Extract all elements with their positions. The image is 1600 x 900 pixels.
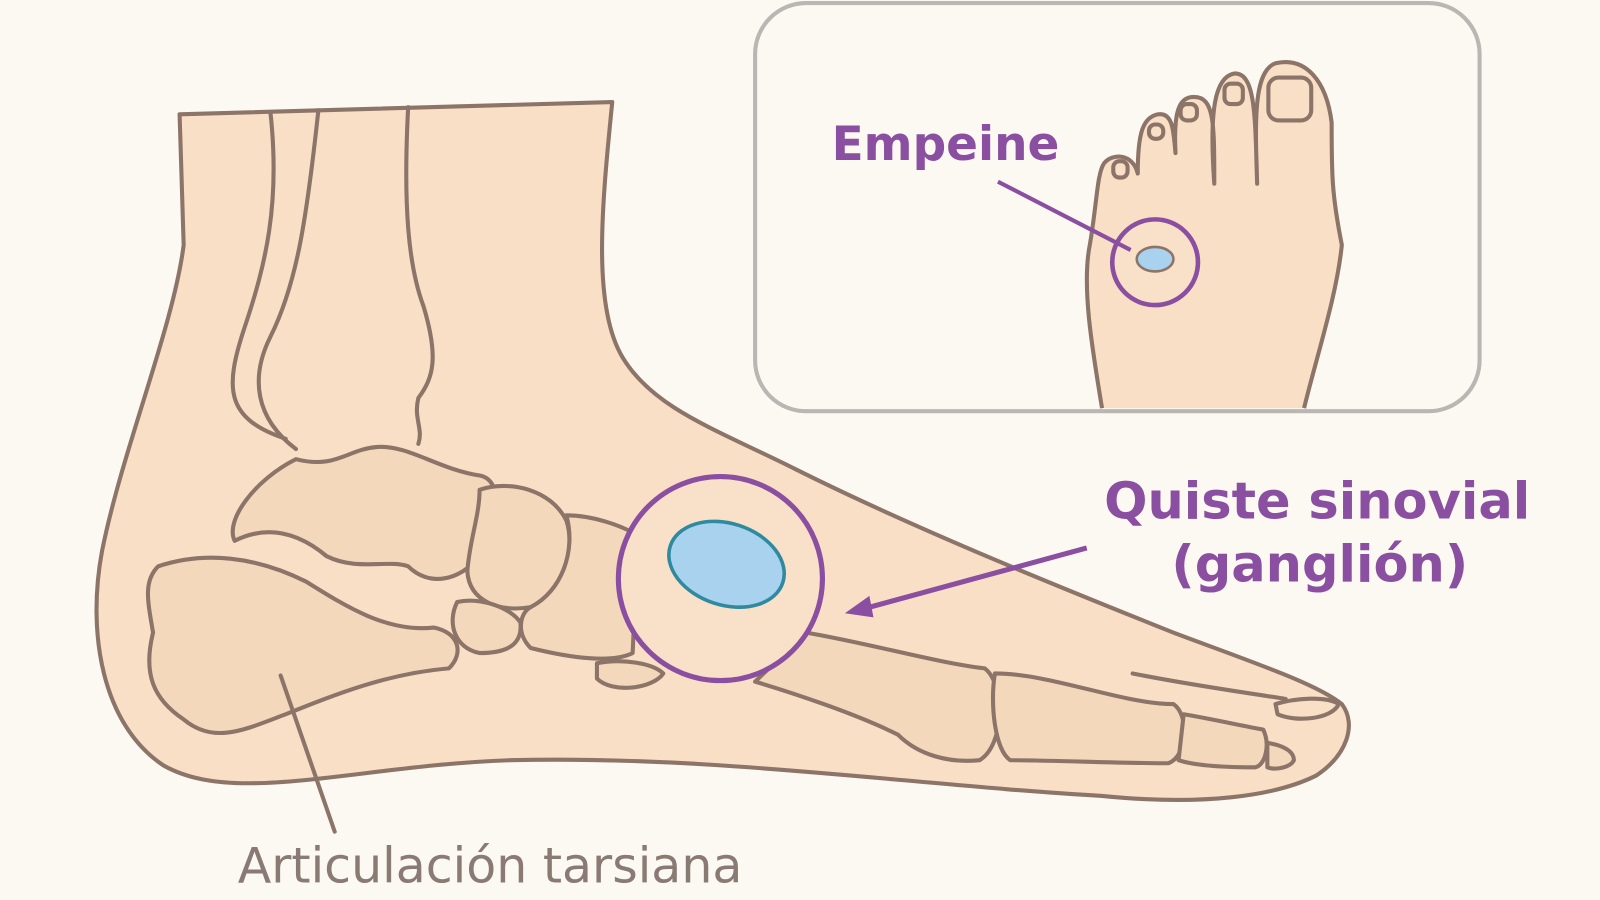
- calcaneus-bone: [146, 555, 460, 736]
- inset-toenail: [1178, 102, 1199, 123]
- cyst-label-line2: (ganglión): [1171, 536, 1468, 595]
- inset-toenail: [1111, 159, 1130, 180]
- cyst-arrow-line: [861, 545, 1088, 612]
- inset-toenail: [1222, 81, 1245, 107]
- cuneiform-small: [594, 659, 666, 690]
- metatarsal-bone: [753, 630, 1002, 763]
- cyst-label-line1: Quiste sinovial: [1104, 472, 1530, 531]
- cyst-arrow-head: [844, 595, 874, 618]
- inset-cyst: [1135, 245, 1175, 273]
- tibia-bone: [230, 110, 288, 441]
- cuboid-bone: [450, 598, 523, 656]
- talus-bone: [230, 444, 499, 581]
- tarsal-joint-label: Articulación tarsiana: [238, 838, 743, 895]
- inset-toenail: [1266, 75, 1314, 123]
- inset-toenail: [1146, 122, 1166, 141]
- instep-label: Empeine: [832, 117, 1060, 172]
- inset-foot-top: [1084, 60, 1344, 409]
- fibula-bone: [256, 108, 321, 452]
- toenail: [1273, 696, 1341, 721]
- ganglion-cyst: [667, 519, 786, 609]
- tarsal-leader-line: [278, 673, 337, 834]
- tibia-front: [404, 105, 435, 446]
- cuneiform-bone: [519, 513, 640, 661]
- toe-line: [1130, 671, 1288, 702]
- instep-leader-line: [997, 179, 1132, 252]
- proximal-phalanx: [991, 671, 1187, 766]
- distal-phalanx: [1265, 740, 1296, 771]
